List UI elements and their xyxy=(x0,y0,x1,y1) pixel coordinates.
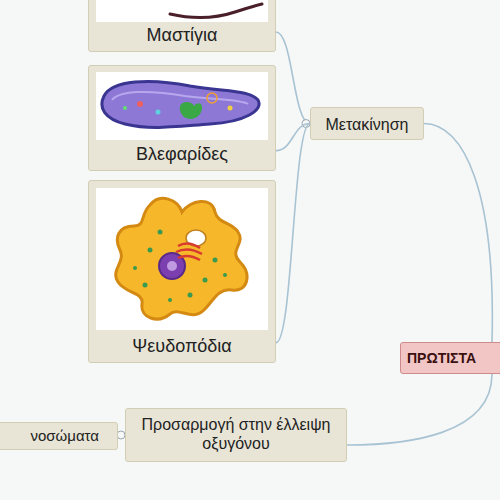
connector-line xyxy=(276,124,310,151)
node-label: Μαστίγια xyxy=(95,25,269,47)
picture-box: Μαστίγια xyxy=(88,0,276,52)
picture-box: Βλεφαρίδες xyxy=(88,65,276,171)
node-label: νοσώματα xyxy=(0,427,99,445)
node-label: ΠΡΩΤΙΣΤΑ xyxy=(407,350,500,367)
picture-box: Ψευδοπόδια xyxy=(88,180,276,363)
junction-dot xyxy=(117,431,125,439)
connector-line xyxy=(347,374,492,445)
central-box: ΠΡΩΤΙΣΤΑ xyxy=(400,342,500,374)
connector-line xyxy=(424,124,492,343)
node-label: Ψευδοπόδια xyxy=(95,336,269,358)
connector-line xyxy=(276,124,310,343)
topic-box: Μετακίνηση xyxy=(310,107,424,140)
node-label: Προσαρμογή στην έλλειψη οξυγόνου xyxy=(132,415,340,453)
node-label: Μετακίνηση xyxy=(317,115,417,134)
topic-box: Προσαρμογή στην έλλειψη οξυγόνου xyxy=(125,408,347,462)
node-label: Βλεφαρίδες xyxy=(95,144,269,166)
topic-box: νοσώματα xyxy=(0,422,118,450)
connector-line xyxy=(276,32,310,124)
